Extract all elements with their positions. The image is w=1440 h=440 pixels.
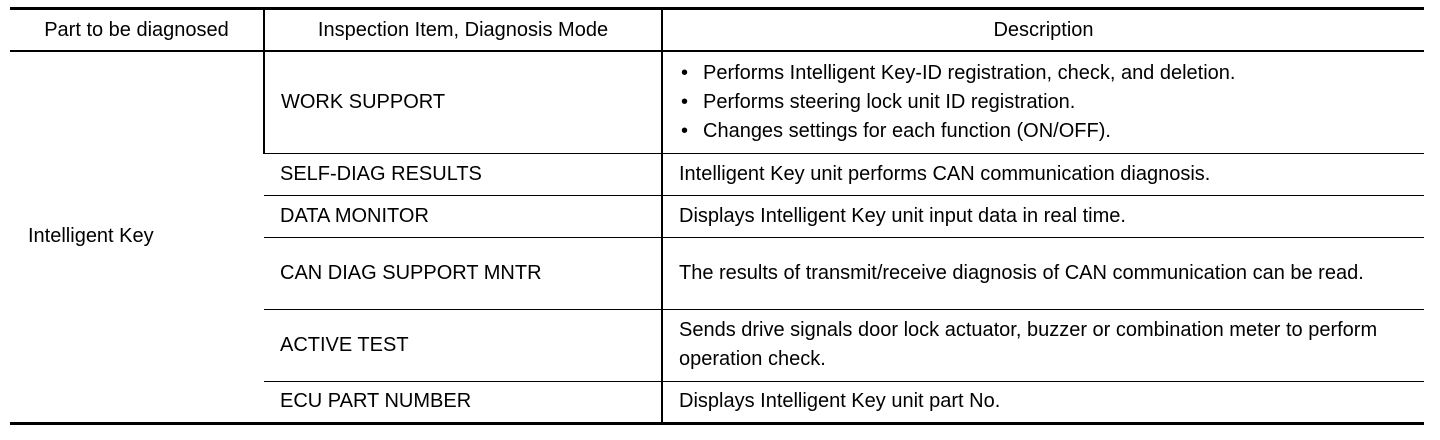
table-row: Intelligent Key WORK SUPPORT • Performs I… [10, 51, 1424, 247]
table-row: ECU PART NUMBER Displays Intelligent Key… [10, 380, 1424, 423]
bullet-icon: • [681, 61, 689, 84]
header-inspection-item: Inspection Item, Diagnosis Mode [263, 8, 662, 52]
header-row: Part to be diagnosed Inspection Item, Di… [10, 8, 1424, 52]
inspection-item: ECU PART NUMBER [264, 380, 662, 423]
table-row: SELF-DIAG RESULTS Intelligent Key unit p… [10, 152, 1424, 195]
bullet-text: Performs steering lock unit ID registrat… [703, 90, 1076, 113]
description-cell: The results of transmit/receive diagnosi… [661, 236, 1424, 309]
list-item: • Performs Intelligent Key-ID registratio… [679, 59, 1416, 88]
header-part: Part to be diagnosed [10, 8, 264, 52]
bullet-icon: • [681, 119, 689, 142]
bullet-icon: • [681, 90, 689, 113]
inspection-item: SELF-DIAG RESULTS [264, 152, 662, 195]
table-row: CAN DIAG SUPPORT MNTR The results of tra… [10, 236, 1424, 309]
description-cell: • Performs Intelligent Key-ID registratio… [661, 51, 1424, 153]
table-row: DATA MONITOR Displays Intelligent Key un… [10, 194, 1424, 237]
inspection-item: CAN DIAG SUPPORT MNTR [264, 236, 662, 309]
bullet-text: Changes settings for each function (ON/O… [703, 119, 1111, 142]
inspection-item: DATA MONITOR [264, 194, 662, 237]
description-cell: Displays Intelligent Key unit part No. [661, 380, 1424, 423]
inspection-item: ACTIVE TEST [264, 308, 662, 381]
list-item: • Performs steering lock unit ID registra… [679, 88, 1416, 117]
list-item: • Changes settings for each function (ON/… [679, 117, 1416, 146]
description-bullet-list: • Performs Intelligent Key-ID registratio… [679, 59, 1416, 146]
description-cell: Displays Intelligent Key unit input data… [661, 194, 1424, 237]
bullet-text: Performs Intelligent Key-ID registration… [703, 61, 1236, 84]
description-cell: Intelligent Key unit performs CAN commun… [661, 152, 1424, 195]
description-cell: Sends drive signals door lock actuator, … [661, 308, 1424, 381]
part-name-cell: Intelligent Key [28, 225, 154, 248]
diagnosis-table: Part to be diagnosed Inspection Item, Di… [10, 7, 1424, 425]
inspection-item: WORK SUPPORT [263, 51, 662, 153]
table-row: ACTIVE TEST Sends drive signals door loc… [10, 308, 1424, 381]
header-description: Description [661, 8, 1424, 52]
